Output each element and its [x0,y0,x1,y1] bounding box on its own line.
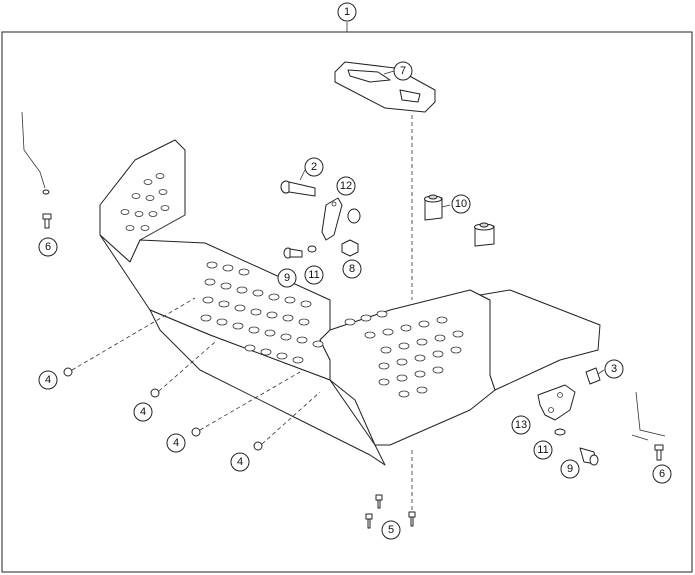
svg-text:10: 10 [455,198,467,210]
assembly-frame [1,31,693,573]
callout-11a: 11 [304,265,324,285]
svg-text:5: 5 [388,524,394,536]
svg-text:7: 7 [400,65,406,77]
callout-10: 10 [451,194,471,214]
callout-4d: 4 [230,452,250,472]
bracket-part-12 [321,197,361,241]
callout-4b: 4 [133,402,153,422]
cable-part-6-left [21,111,52,229]
svg-text:4: 4 [140,406,146,418]
svg-text:4: 4 [45,374,51,386]
callout-3: 3 [604,359,624,379]
callout-13: 13 [511,415,531,435]
svg-text:4: 4 [237,456,243,468]
svg-text:13: 13 [515,419,527,431]
svg-text:8: 8 [349,263,355,275]
skid-plate [99,139,601,466]
callout-6b: 6 [652,464,672,484]
bracket-part-7 [334,61,436,113]
callout-7: 7 [393,61,413,81]
svg-text:6: 6 [659,468,665,480]
callout-9a: 9 [277,268,297,288]
svg-text:11: 11 [308,269,319,281]
svg-text:6: 6 [45,241,51,253]
callout-6a: 6 [38,237,58,257]
callout-leaders [299,70,605,375]
fastener-group-upper [283,239,359,259]
callout-5: 5 [381,520,401,540]
svg-text:3: 3 [611,363,617,375]
bolt-part-2 [280,180,316,197]
svg-text:11: 11 [537,444,548,456]
screws-part-5 [365,494,416,529]
callout-1: 1 [337,2,357,22]
buffer-part-10 [424,194,495,247]
callout-11b: 11 [533,440,553,460]
screws-part-4 [63,297,321,451]
callout-12: 12 [336,176,356,196]
svg-text:9: 9 [284,272,290,284]
callout-9b: 9 [560,459,580,479]
svg-text:9: 9 [567,463,573,475]
svg-text:12: 12 [340,180,352,192]
svg-text:2: 2 [311,161,317,173]
svg-text:1: 1 [344,6,350,18]
cable-part-6-right [631,391,666,461]
svg-text:4: 4 [173,437,179,449]
fastener-group-right [537,367,601,466]
callout-4a: 4 [38,370,58,390]
callout-2: 2 [304,157,324,177]
callout-8: 8 [342,259,362,279]
callout-4c: 4 [166,433,186,453]
